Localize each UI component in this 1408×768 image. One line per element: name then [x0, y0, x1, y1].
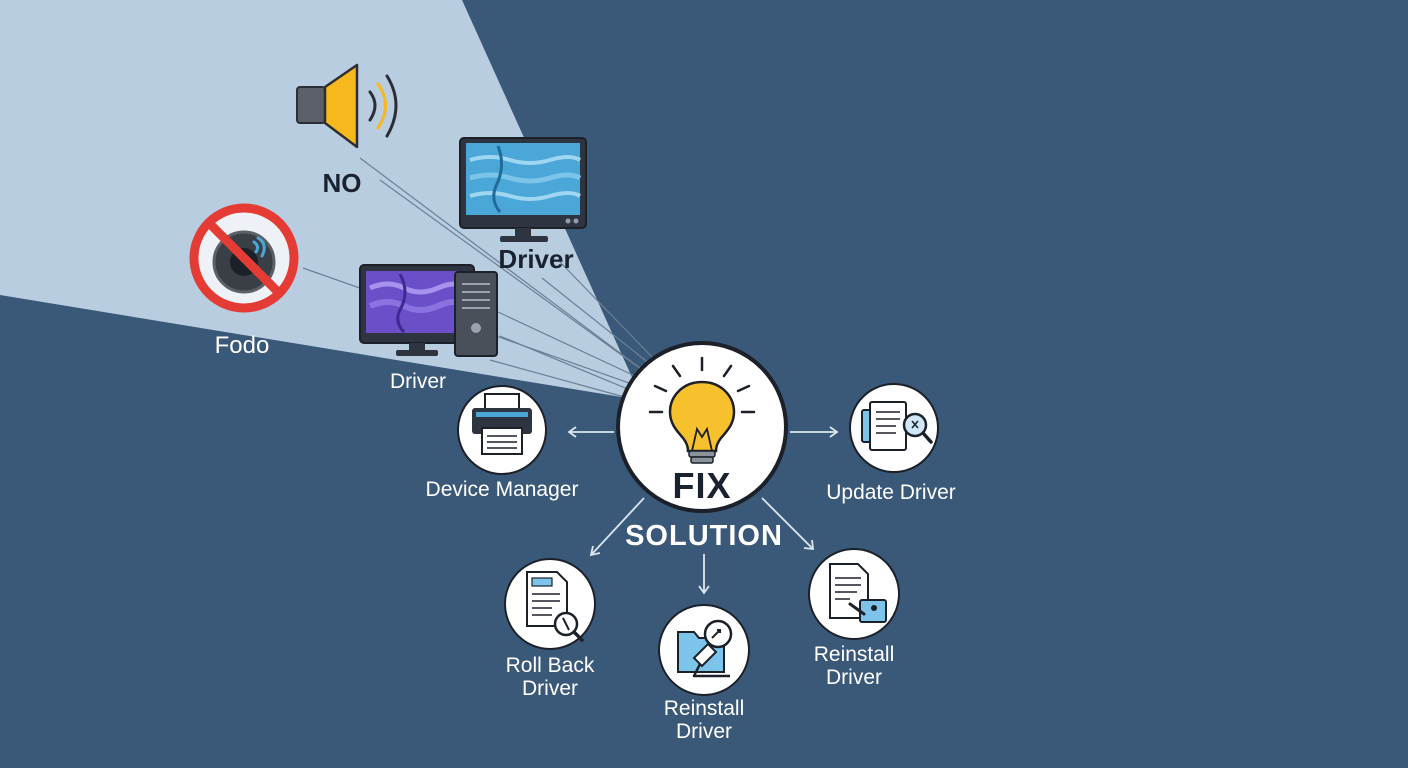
reinstall-right-line1: Reinstall — [813, 643, 895, 666]
update-driver-node — [849, 383, 939, 473]
document-search-icon — [861, 401, 933, 451]
reinstall-right-line2: Driver — [826, 666, 882, 689]
printer-icon — [472, 393, 532, 455]
solution-label-update-driver: Update Driver — [826, 481, 956, 504]
no-audio-icon — [189, 203, 299, 313]
document-rollback-icon — [526, 571, 584, 642]
reinstall-driver-right-node — [808, 548, 900, 640]
speaker-icon — [296, 63, 398, 149]
problem-label-fodo: Fodo — [214, 332, 270, 359]
roll-back-line1: Roll Back — [505, 654, 595, 677]
problem-label-driver-top: Driver — [498, 244, 574, 274]
solution-label-reinstall-right: Reinstall Driver — [794, 643, 914, 689]
device-manager-node — [457, 385, 547, 475]
roll-back-driver-node — [504, 558, 596, 650]
hub-title: FIX — [672, 465, 732, 506]
hub-node — [616, 341, 788, 513]
roll-back-line2: Driver — [522, 677, 578, 700]
hub-caption: SOLUTION — [625, 520, 783, 552]
reinstall-center-line1: Reinstall — [663, 697, 745, 720]
solution-label-reinstall-center: Reinstall Driver — [644, 697, 764, 743]
solution-arrows — [567, 426, 839, 595]
reinstall-driver-center-node — [658, 604, 750, 696]
reinstall-center-line2: Driver — [676, 720, 732, 743]
solution-label-device-manager: Device Manager — [425, 478, 579, 501]
problem-label-driver-left: Driver — [390, 370, 446, 393]
problem-label-no: NO — [322, 168, 362, 198]
solution-label-roll-back: Roll Back Driver — [490, 654, 610, 700]
lightbulb-icon — [648, 356, 756, 464]
desktop-computer-icon — [359, 264, 498, 357]
document-install-icon — [829, 563, 887, 623]
folder-install-icon — [677, 619, 733, 678]
monitor-icon — [459, 137, 587, 242]
